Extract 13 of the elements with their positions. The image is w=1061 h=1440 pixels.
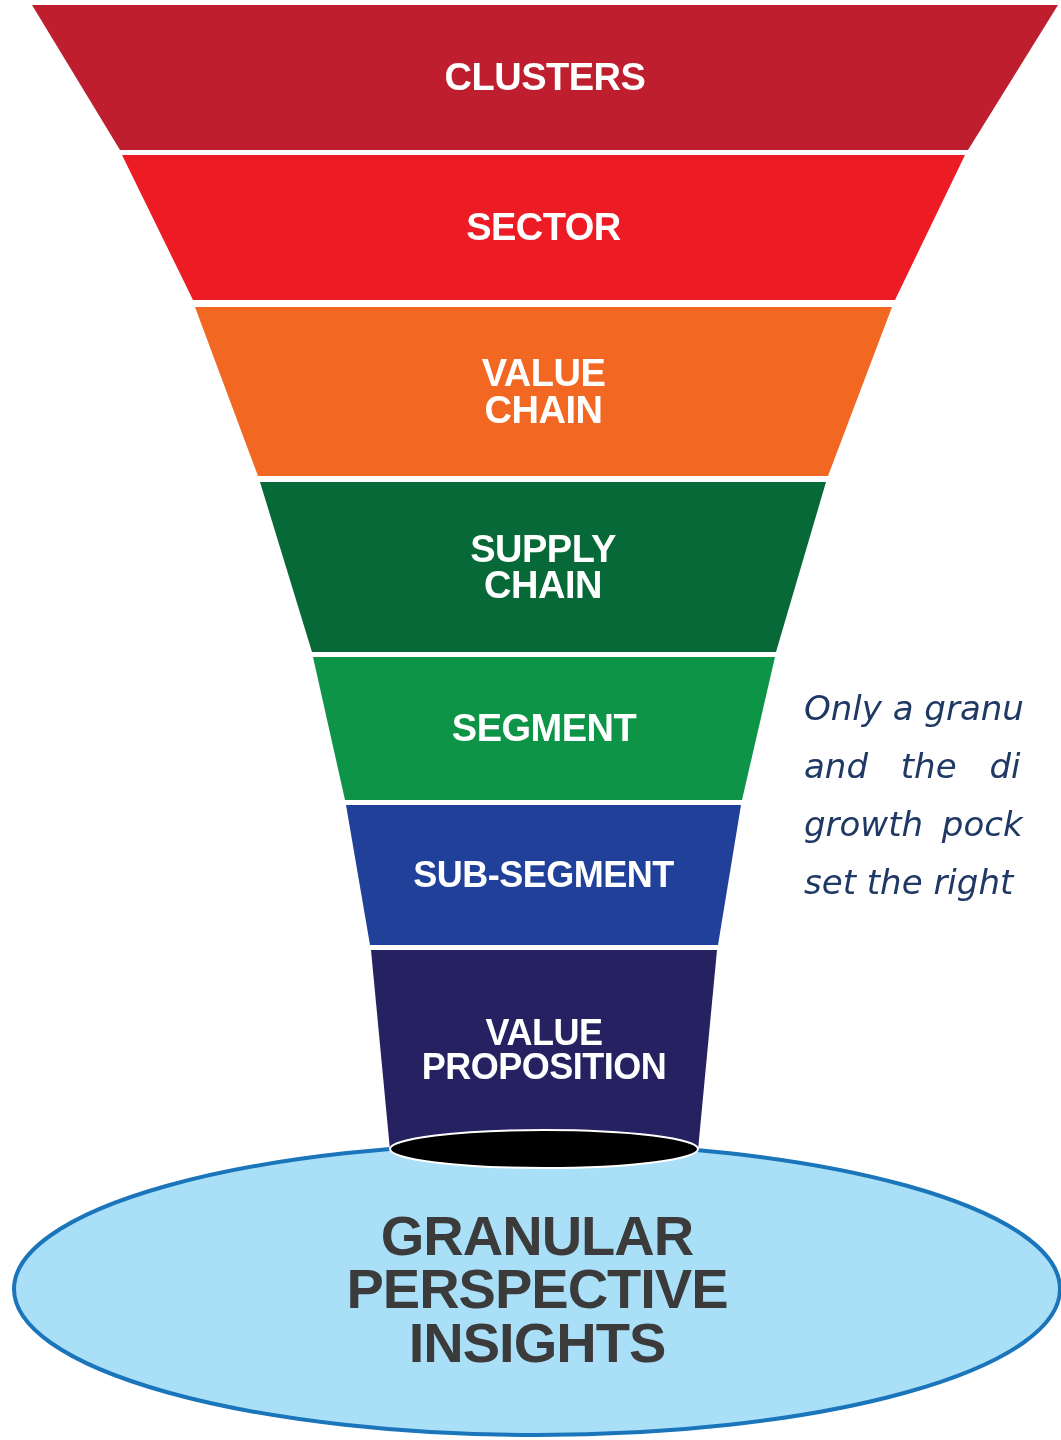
band-label: SUPPLY CHAIN: [469, 530, 617, 604]
ellipse-label: GRANULAR PERSPECTIVE INSIGHTS: [345, 1209, 729, 1369]
note-text: growth pock: [804, 804, 1023, 844]
band-label: CLUSTERS: [443, 59, 647, 96]
funnel-opening: [388, 1128, 700, 1170]
note-text: set the right: [804, 862, 1014, 902]
note-text: Only a granu: [804, 688, 1024, 728]
band-label: SEGMENT: [450, 710, 638, 747]
band-label: VALUE CHAIN: [480, 355, 607, 428]
band-label: VALUE PROPOSITION: [420, 1015, 668, 1085]
band-label: SUB-SEGMENT: [412, 857, 675, 893]
note-text: and the di: [804, 746, 1021, 786]
band-label: SECTOR: [465, 209, 622, 246]
